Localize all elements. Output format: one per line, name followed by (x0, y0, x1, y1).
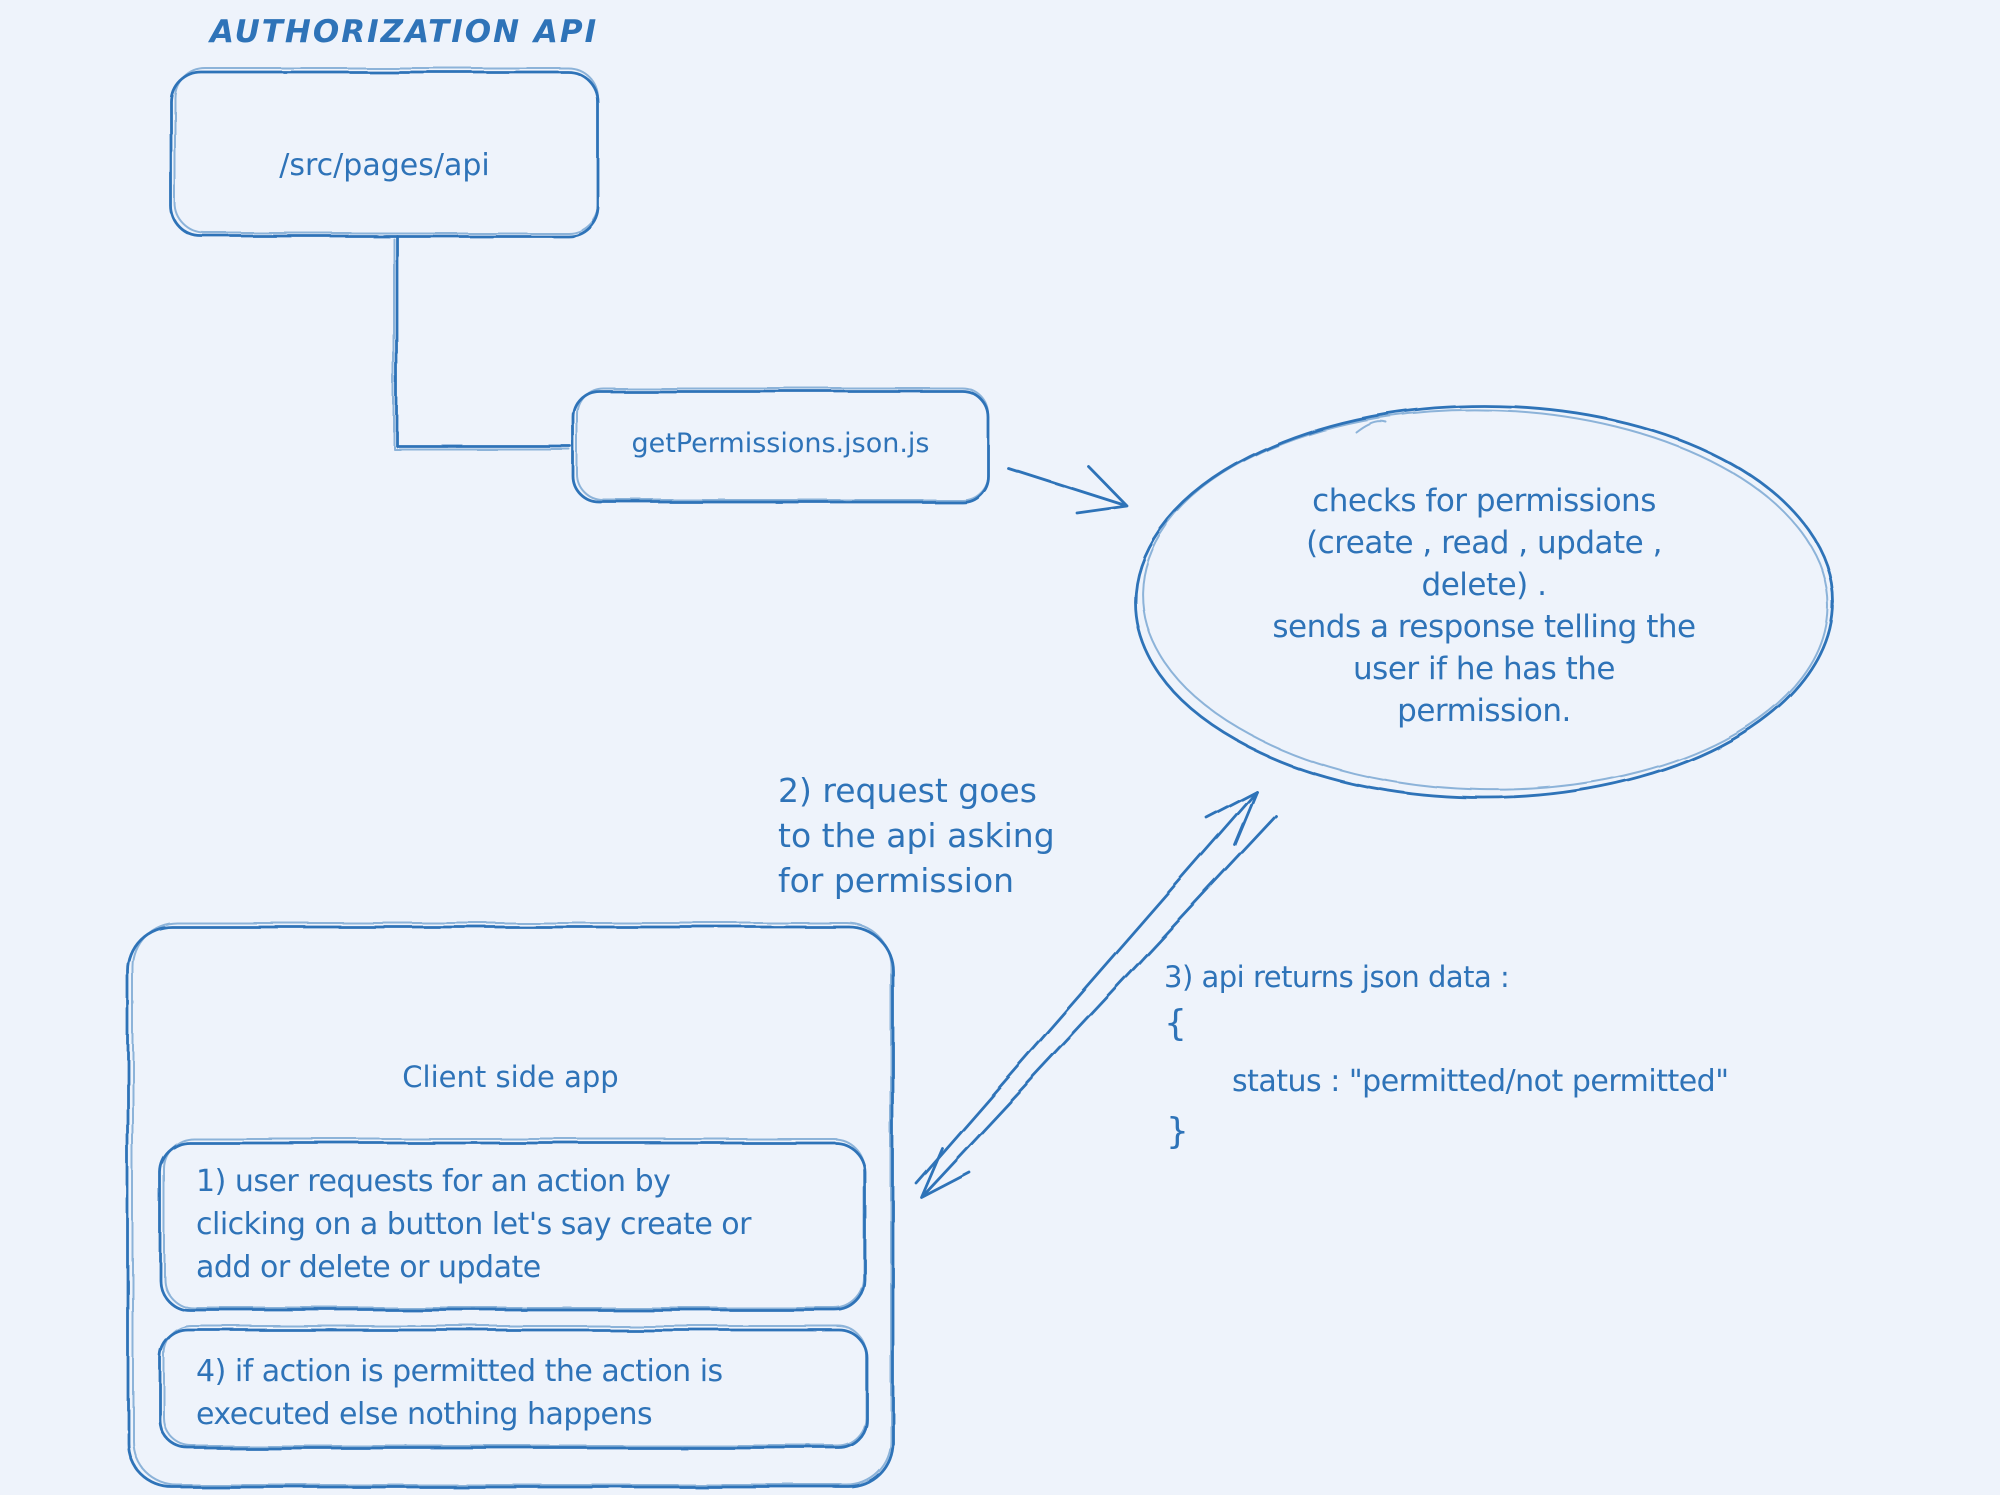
handler-file-box (571, 387, 990, 504)
api-behavior-text: checks for permissions (create , read , … (1272, 483, 1696, 729)
handler-to-api-arrow (1006, 464, 1129, 515)
client-step1-box (158, 1138, 867, 1312)
folder-to-handler-connector (393, 234, 572, 450)
step3-heading: 3) api returns json data : (1164, 960, 1510, 994)
response-arrow (919, 814, 1278, 1199)
client-app-box (126, 922, 895, 1489)
client-step4-text: 4) if action is permitted the action is … (196, 1354, 723, 1432)
client-step1-text: 1) user requests for an action by clicki… (196, 1164, 752, 1285)
step2-note: 2) request goes to the api asking for pe… (778, 771, 1055, 900)
api-folder-label: /src/pages/api (279, 148, 490, 183)
api-folder-box (169, 67, 600, 238)
step3-close-brace: } (1166, 1111, 1189, 1152)
step3-open-brace: { (1164, 1003, 1187, 1044)
diagram-title: AUTHORIZATION API (210, 14, 599, 50)
client-step4-box (158, 1325, 869, 1450)
client-app-title: Client side app (402, 1060, 619, 1094)
request-arrow (914, 790, 1259, 1185)
step3-body: status : "permitted/not permitted" (1232, 1064, 1729, 1099)
handler-file-label: getPermissions.json.js (631, 428, 930, 459)
api-behavior-ellipse (1133, 404, 1835, 800)
